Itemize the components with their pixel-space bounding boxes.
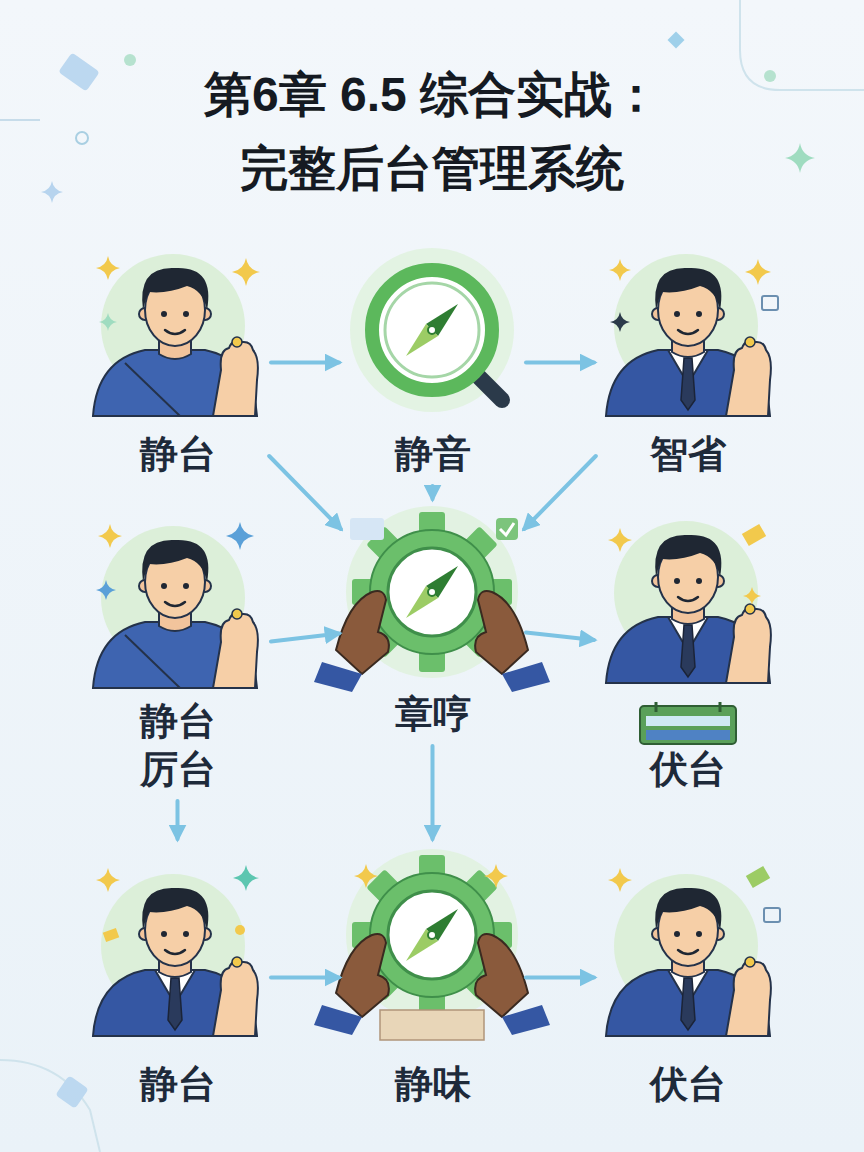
diagram-node: 静台	[90, 245, 265, 480]
diagram-title: 第6章 6.5 综合实战： 完整后台管理系统	[150, 58, 714, 206]
node-label: 静台	[130, 430, 226, 478]
node-label: 伏台	[640, 1060, 736, 1108]
flow-arrow	[524, 456, 596, 529]
diagram-node: 静台	[90, 845, 265, 1110]
flow-arrow	[526, 976, 594, 980]
flow-arrow	[176, 801, 180, 839]
node-label: 静音	[385, 430, 481, 478]
flow-arrow	[526, 361, 594, 365]
diagram-node: 伏台	[600, 505, 775, 795]
diagram-node: 伏台	[600, 845, 775, 1110]
diagram-node: 静味	[345, 845, 520, 1110]
diagram-node: 章哼	[345, 505, 520, 740]
flow-arrow	[271, 976, 339, 980]
node-label: 伏台	[640, 745, 736, 793]
node-label: 静味	[385, 1060, 481, 1108]
flow-arrow	[271, 361, 339, 365]
diagram-node: 静音	[345, 245, 520, 480]
flow-arrow	[271, 633, 339, 641]
flow-arrow	[431, 746, 435, 839]
flow-arrow	[526, 633, 594, 640]
diagram-node: 智省	[600, 245, 775, 480]
flow-arrow	[431, 486, 435, 499]
node-label: 章哼	[385, 690, 481, 738]
flow-arrow	[269, 456, 341, 529]
node-label: 静台	[130, 1060, 226, 1108]
node-label: 智省	[640, 430, 736, 478]
diagram-node: 静台 厉台	[90, 510, 265, 795]
node-label: 静台 厉台	[130, 697, 226, 793]
